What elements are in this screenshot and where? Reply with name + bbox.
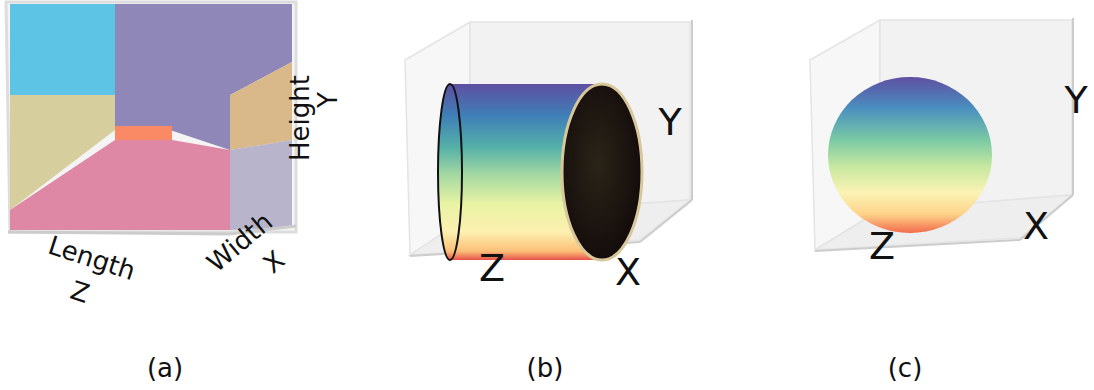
axis-letter: Z — [869, 227, 895, 265]
axis-letter: Z — [68, 277, 93, 307]
axis-letter: Y — [315, 92, 341, 108]
panel-caption: (b) — [527, 355, 564, 381]
panel-caption: (c) — [888, 355, 923, 381]
cylinder-back-rim — [438, 84, 462, 260]
panel-caption: (a) — [147, 355, 183, 381]
axis-title: Length — [45, 232, 138, 284]
axis-letter: Z — [479, 249, 505, 287]
face — [115, 4, 292, 150]
face — [115, 126, 172, 140]
face — [10, 140, 230, 230]
axis-letter: X — [615, 253, 641, 291]
axis-edge — [640, 200, 692, 242]
axis-letter: X — [259, 246, 289, 277]
box-figure — [6, 2, 296, 234]
axis-letter: Y — [1064, 81, 1087, 119]
face — [230, 62, 292, 150]
axis-letter: X — [1023, 207, 1049, 245]
face — [10, 4, 115, 95]
axes-frame — [6, 2, 296, 232]
axis-letter: Y — [658, 103, 681, 141]
sphere-figure — [810, 18, 1073, 251]
sphere — [828, 77, 992, 233]
axis-title: Height — [287, 75, 313, 161]
axis-edge — [8, 232, 230, 234]
axis-edge — [691, 20, 693, 200]
cylinder-figure — [405, 20, 692, 260]
cylinder-end-cap — [562, 84, 642, 260]
axis-edge — [815, 240, 1020, 251]
